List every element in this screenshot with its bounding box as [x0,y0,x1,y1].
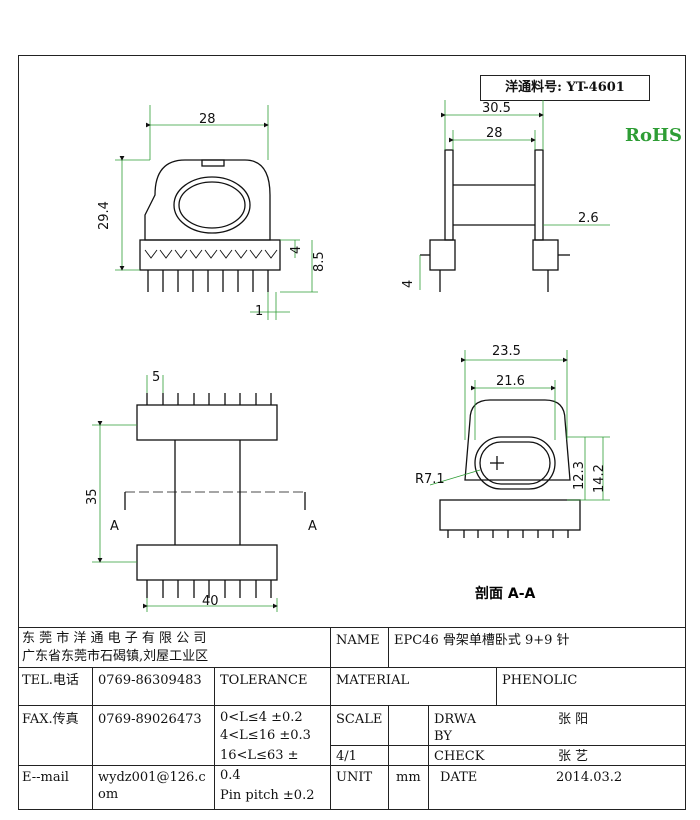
tol-line-4: 0.4 [220,768,241,783]
fax-value: 0769-89026473 [98,712,202,727]
tolerance-label: TOLERANCE [220,673,308,688]
email-value: wydz001@126.com [98,770,206,802]
dim-30-5: 30.5 [482,101,511,116]
rohs-mark: RoHS [625,125,682,146]
drawing-frame [18,55,686,810]
dim-12-3: 12.3 [572,461,587,490]
section-title: 剖面 A-A [475,585,536,602]
name-label: NAME [336,633,380,648]
dim-35: 35 [85,488,100,505]
tol-line-2: 4<L≤16 ±0.3 [220,728,311,743]
material-value: PHENOLIC [502,673,578,688]
bottom-view-dimensions [92,375,278,612]
tel-label: TEL.电话 [22,673,79,688]
front-view [139,159,281,292]
company-name: 东 莞 市 洋 通 电 子 有 限 公 司 [22,631,207,646]
scale-value: 4/1 [336,749,357,764]
dim-40: 40 [202,594,219,609]
drawn-label: DRWA BY [434,712,477,744]
dim-4: 4 [289,246,304,254]
scale-label: SCALE [336,712,383,727]
material-label: MATERIAL [336,673,410,688]
check-label: CHECK [434,749,485,764]
dim-2-6: 2.6 [578,211,599,226]
dim-4-side: 4 [401,280,416,288]
dim-28-side: 28 [486,126,503,141]
side-view [420,149,570,292]
dim-14-2: 14.2 [592,464,607,493]
unit-value: mm [396,770,421,785]
dim-21-6: 21.6 [496,374,525,389]
dim-1: 1 [255,304,263,319]
tol-line-1: 0<L≤4 ±0.2 [220,710,303,725]
tol-line-3: 16<L≤63 ± [220,748,299,763]
tol-line-5: Pin pitch ±0.2 [220,788,315,803]
tel-value: 0769-86309483 [98,673,202,688]
check-value: 张 艺 [558,749,589,764]
company-address: 广东省东莞市石碣镇,刘屋工业区 [22,649,209,664]
front-view-dimensions [115,105,318,320]
email-label: E--mail [22,770,69,785]
title-block: 东 莞 市 洋 通 电 子 有 限 公 司 广东省东莞市石碣镇,刘屋工业区 NA… [18,627,686,810]
dim-5: 5 [152,370,160,385]
unit-label: UNIT [336,770,373,785]
date-value: 2014.03.2 [556,770,623,785]
date-label: DATE [440,770,478,785]
dim-23-5: 23.5 [492,344,521,359]
section-view [439,399,581,538]
bottom-view [124,393,306,598]
dim-29-4: 29.4 [97,201,112,230]
name-value: EPC46 骨架单槽卧式 9+9 针 [394,633,570,648]
dim-r7-1: R7.1 [415,472,445,487]
fax-label: FAX.传真 [22,712,79,727]
side-view-dimensions [419,100,610,290]
section-a-left: A [110,519,119,534]
section-a-right: A [308,519,317,534]
dim-8-5: 8.5 [312,251,327,272]
part-number-box: 洋通料号: YT-4601 [480,75,650,101]
dim-28-top: 28 [199,112,216,127]
drawn-value: 张 阳 [558,712,589,727]
section-view-dimensions [429,350,610,501]
